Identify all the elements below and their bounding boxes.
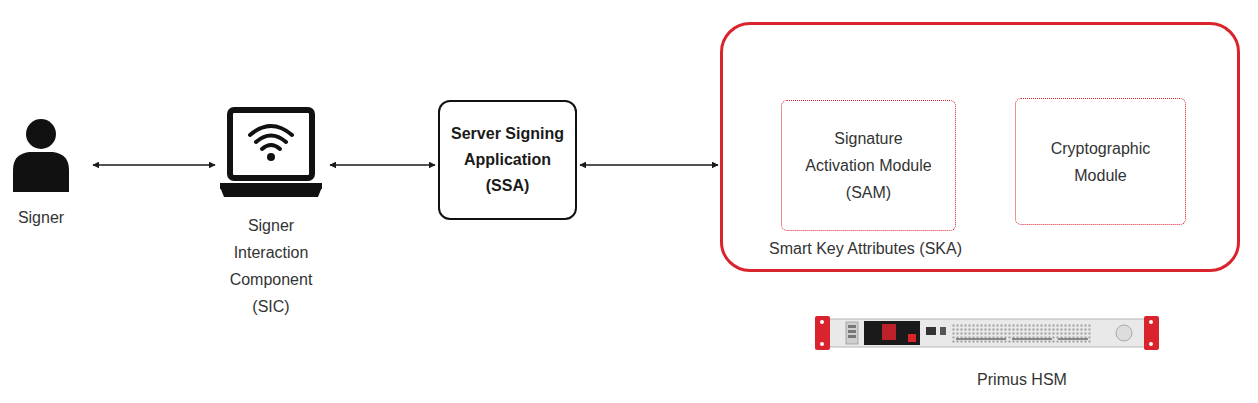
node-text: Server Signing Application (SSA): [448, 121, 568, 199]
signer-node: Signer: [5, 118, 77, 228]
process-box: Server Signing Application (SSA): [438, 100, 577, 220]
device-label: Primus HSM: [937, 366, 1107, 393]
node-text: Cryptographic Module: [1031, 135, 1171, 189]
bidirectional-arrow: [580, 164, 718, 166]
node-text: Signer: [0, 204, 97, 231]
hsm-illustration: [815, 316, 1159, 350]
module-box: Cryptographic Module: [1015, 98, 1186, 225]
node-text: Signer Interaction Component (SIC): [226, 212, 316, 320]
hsm-boundary: Smart Key Attributes (SKA) Signature Acti…: [720, 22, 1240, 272]
bidirectional-arrow: [93, 164, 215, 166]
interaction-component-node: Signer Interaction Component (SIC): [218, 105, 324, 315]
node-text: Smart Key Attributes (SKA): [743, 235, 988, 262]
node-text: Signature Activation Module (SAM): [799, 125, 939, 206]
laptop-icon: [218, 105, 324, 201]
person-icon: [5, 118, 77, 194]
module-box: Signature Activation Module (SAM): [781, 100, 956, 231]
bidirectional-arrow: [330, 164, 435, 166]
